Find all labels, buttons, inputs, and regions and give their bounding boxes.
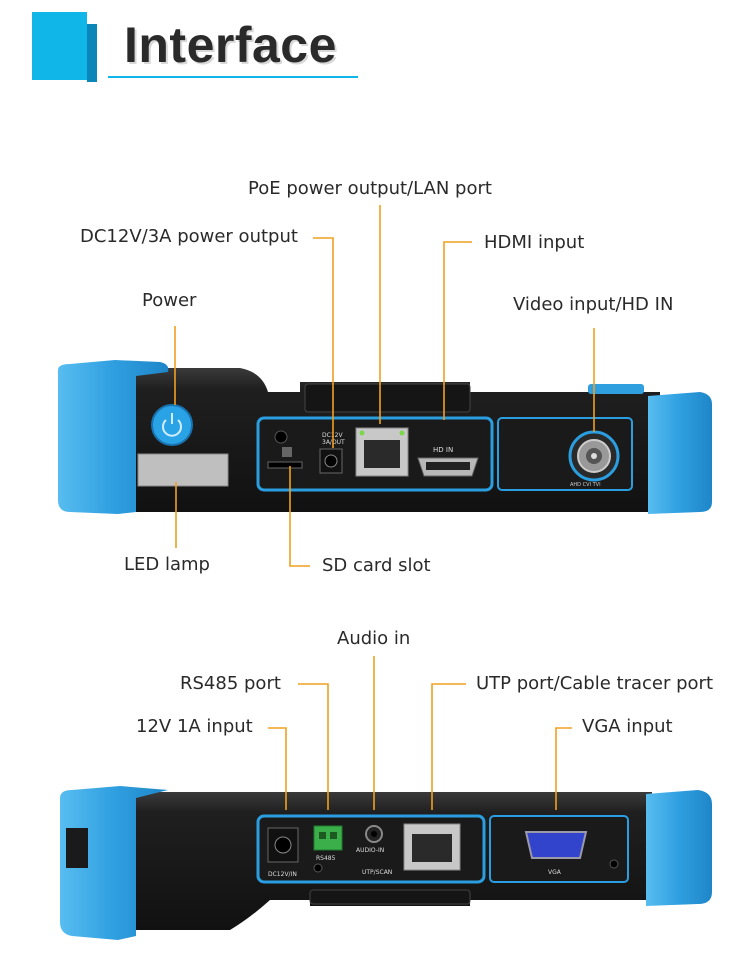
label-vga-input: VGA input (582, 716, 673, 737)
top-left-bumper (58, 360, 169, 514)
top-device: DC12V 3A/OUT HD IN AHD CVI TVI (58, 360, 712, 514)
bottom-right-bumper (646, 790, 712, 906)
top-right-bumper-tab (588, 384, 644, 394)
power-button-shape (151, 404, 193, 446)
heading-underline (108, 76, 358, 78)
rs485-terminal-shape (313, 825, 343, 851)
heading-accent-shadow (87, 24, 97, 82)
label-led-lamp: LED lamp (124, 554, 210, 575)
label-utp-port: UTP port/Cable tracer port (476, 673, 714, 694)
label-dc-power-output: DC12V/3A power output (80, 226, 298, 247)
heading-accent-block (32, 12, 87, 80)
bottom-leader-lines (268, 656, 572, 810)
label-rs485-port: RS485 port (180, 673, 281, 694)
panel-dc12v-in-text: DC12V/IN (268, 871, 297, 878)
panel-audio-in-text: AUDIO-IN (356, 847, 384, 854)
label-poe-lan-port: PoE power output/LAN port (248, 178, 492, 199)
label-power: Power (142, 290, 197, 311)
label-video-input: Video input/HD IN (513, 294, 674, 315)
panel-vga-text: VGA (548, 869, 562, 876)
vga-port-shape (524, 831, 588, 859)
label-hdmi-input: HDMI input (484, 232, 585, 253)
led-lamp-shape (137, 453, 229, 487)
page-title: Interface (124, 17, 337, 73)
label-12v-input: 12V 1A input (136, 716, 253, 737)
panel-ahd-text: AHD CVI TVI (570, 482, 601, 488)
label-audio-in: Audio in (337, 628, 411, 649)
top-leader-lines (174, 205, 595, 567)
panel-rs485-text: RS485 (316, 855, 336, 862)
panel-utp-scan-text: UTP/SCAN (362, 869, 392, 876)
top-right-bumper (648, 392, 712, 514)
panel-hd-in-text: HD IN (433, 446, 453, 454)
top-device-rail (304, 383, 471, 413)
sd-slot-shape (267, 461, 303, 469)
bottom-left-bumper (60, 786, 168, 940)
bottom-device: DC12V/IN RS485 AUDIO-IN UTP/SCAN VGA (60, 786, 712, 940)
label-sd-card-slot: SD card slot (322, 555, 431, 576)
